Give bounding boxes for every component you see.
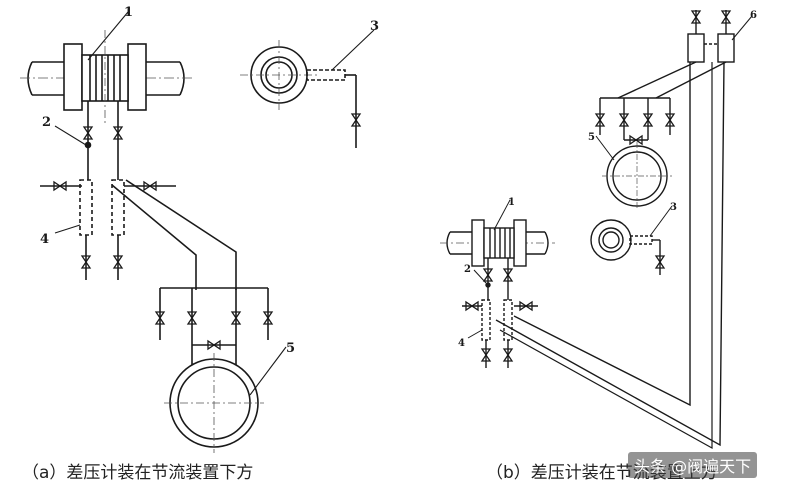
label-b-3: 3	[670, 202, 677, 213]
label-b-4: 4	[458, 338, 465, 349]
pressure-meter-a	[164, 353, 264, 453]
manifold-a	[155, 287, 273, 370]
orifice-assembly-a	[63, 30, 147, 125]
panel-b	[440, 10, 753, 450]
leaders-b	[467, 15, 753, 339]
caption-a: （a）差压计装在节流装置下方	[22, 463, 254, 483]
main-pipe-b	[440, 219, 555, 267]
panel-a	[20, 11, 375, 453]
label-b-6: 6	[750, 10, 757, 21]
watermark: 头条 @阀遍天下	[628, 452, 758, 478]
leaders-a	[54, 11, 375, 396]
impulse-lines-b	[462, 61, 725, 450]
side-view-b	[590, 219, 665, 275]
label-a-5: 5	[286, 341, 295, 356]
labels-a: 1 2 3 4 5	[40, 5, 379, 356]
label-b-1: 1	[508, 197, 515, 208]
impulse-lines-a	[40, 101, 237, 290]
top-assembly-b	[595, 10, 735, 145]
label-b-2: 2	[464, 264, 471, 275]
label-a-2: 2	[42, 115, 51, 130]
label-a-4: 4	[40, 232, 49, 247]
label-a-3: 3	[370, 19, 379, 34]
pressure-meter-b	[602, 142, 672, 210]
side-view-a	[240, 40, 361, 148]
label-b-5: 5	[588, 132, 595, 143]
labels-b: 1 2 3 4 5 6	[458, 10, 757, 349]
label-a-1: 1	[124, 5, 133, 20]
